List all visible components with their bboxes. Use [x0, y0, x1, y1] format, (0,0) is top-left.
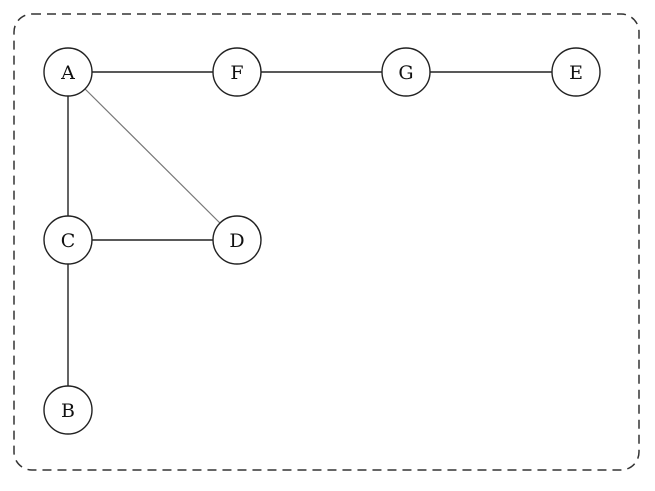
- dashed-border: [13, 13, 640, 471]
- node-circle: [212, 215, 262, 265]
- node-c: C: [43, 215, 93, 265]
- node-label: B: [61, 400, 75, 422]
- node-label: F: [230, 62, 243, 84]
- node-b: B: [43, 385, 93, 435]
- edge-a-d: [67, 71, 238, 241]
- node-circle: [381, 47, 431, 97]
- node-label: D: [229, 230, 244, 252]
- node-g: G: [381, 47, 431, 97]
- node-circle: [43, 385, 93, 435]
- node-d: D: [212, 215, 262, 265]
- node-f: F: [212, 47, 262, 97]
- node-label: A: [60, 62, 75, 84]
- node-label: C: [61, 230, 76, 252]
- node-a: A: [43, 47, 93, 97]
- node-circle: [551, 47, 601, 97]
- node-label: G: [398, 62, 413, 84]
- node-circle: [212, 47, 262, 97]
- node-e: E: [551, 47, 601, 97]
- node-circle: [43, 47, 93, 97]
- node-circle: [43, 215, 93, 265]
- node-label: E: [569, 62, 583, 84]
